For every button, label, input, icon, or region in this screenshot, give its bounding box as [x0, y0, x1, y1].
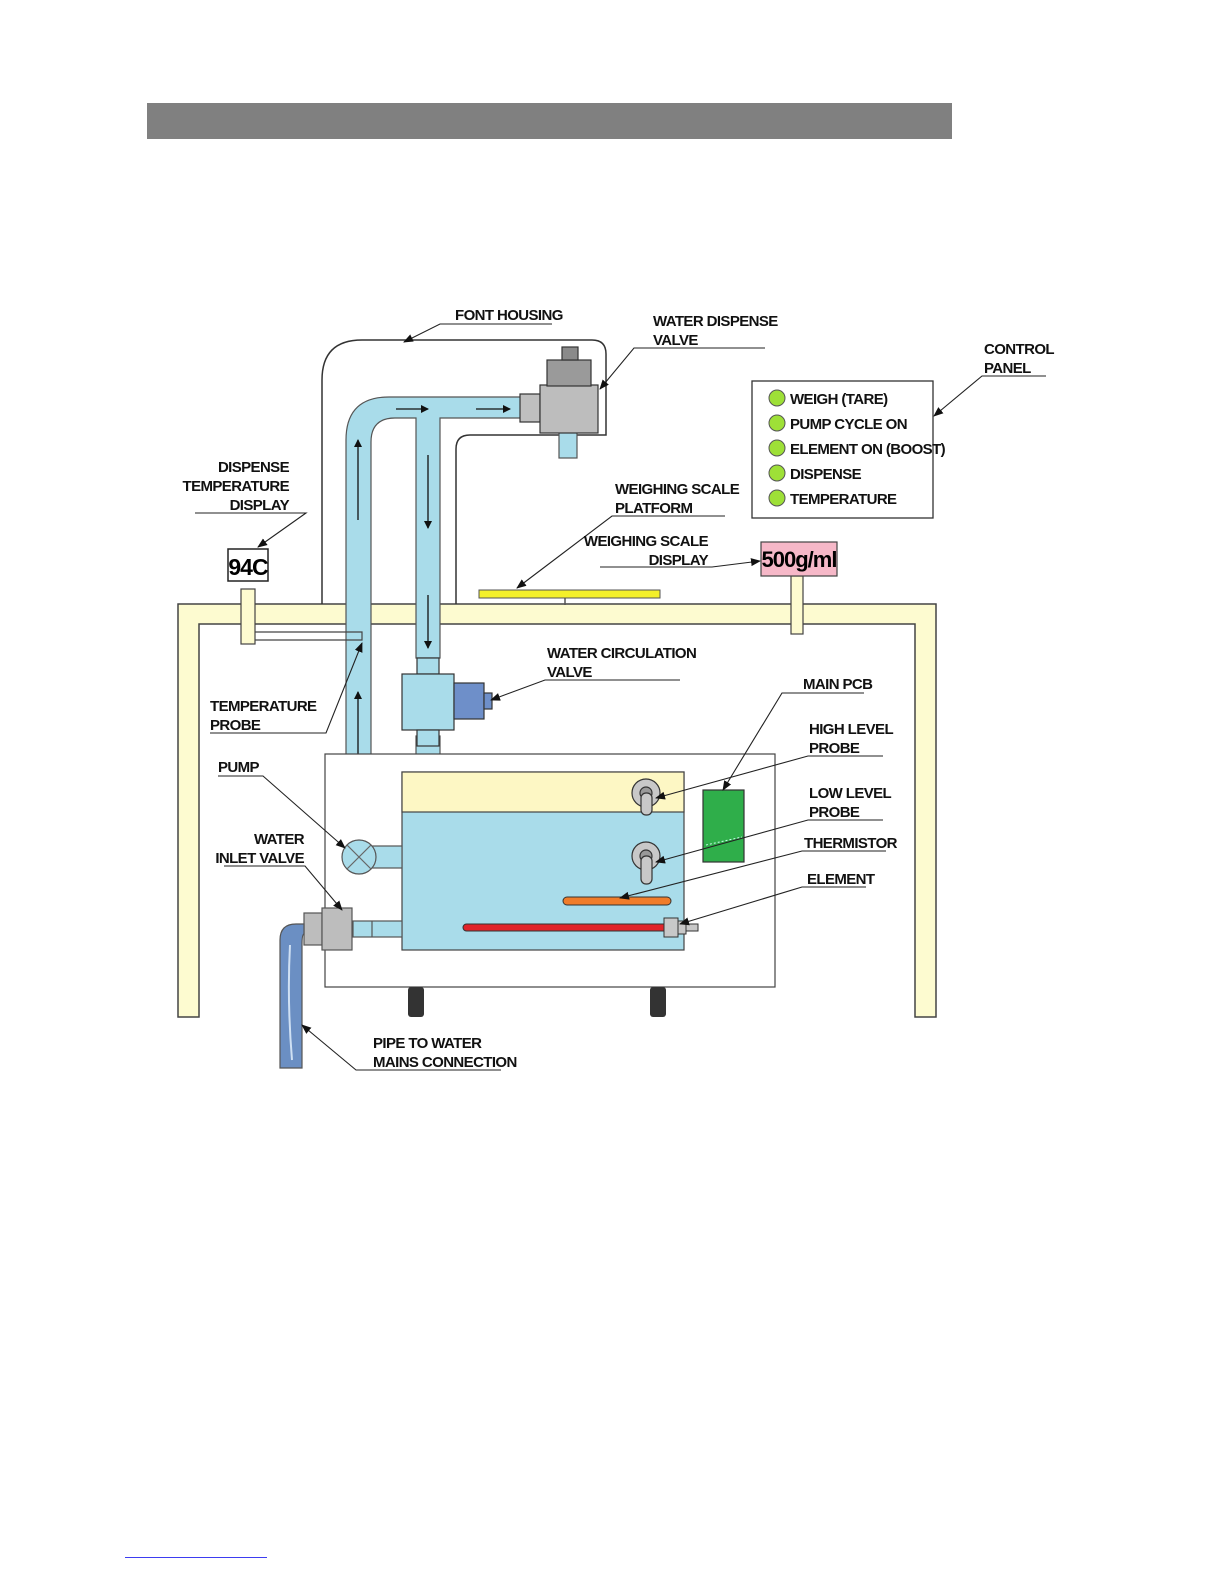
label-circulation-valve-2: VALVE — [547, 664, 592, 681]
feet — [408, 987, 666, 1017]
label-weighing-display-1: WEIGHING SCALE — [584, 533, 709, 550]
control-panel-label: PUMP CYCLE ON — [790, 416, 907, 433]
label-high-level-2: PROBE — [809, 740, 860, 757]
label-low-level-2: PROBE — [809, 804, 860, 821]
label-main-pcb: MAIN PCB — [803, 676, 873, 693]
label-mains-pipe-2: MAINS CONNECTION — [373, 1054, 517, 1071]
footer-rule — [125, 1557, 267, 1558]
led-indicator — [768, 439, 786, 457]
callout-labels: FONT HOUSING WATER DISPENSE VALVE CONTRO… — [183, 307, 1055, 1071]
heating-element — [462, 917, 699, 938]
control-panel-item: PUMP CYCLE ON — [768, 414, 908, 433]
control-panel-item: WEIGH (TARE) — [768, 389, 889, 408]
control-panel-label: DISPENSE — [790, 466, 862, 483]
label-inlet-valve-1: WATER — [254, 831, 305, 848]
label-font-housing: FONT HOUSING — [455, 307, 563, 324]
header-bar — [147, 103, 952, 139]
weighing-scale-platform — [478, 589, 661, 605]
inlet-pipe — [279, 907, 403, 1069]
label-water-dispense-valve-1: WATER DISPENSE — [653, 313, 778, 330]
label-dispense-temp-1: DISPENSE — [218, 459, 290, 476]
label-weighing-display-2: DISPLAY — [649, 552, 709, 569]
scale-readout: 500g/ml — [762, 547, 837, 572]
label-element: ELEMENT — [807, 871, 875, 888]
label-high-level-1: HIGH LEVEL — [809, 721, 893, 738]
label-control-panel-2: PANEL — [984, 360, 1031, 377]
temperature-display: 94C — [227, 548, 363, 645]
water-dispense-valve — [519, 346, 599, 434]
led-indicator — [768, 489, 786, 507]
font-housing — [321, 339, 607, 604]
label-circulation-valve-1: WATER CIRCULATION — [547, 645, 696, 662]
control-panel-item: ELEMENT ON (BOOST) — [768, 439, 946, 458]
control-panel-item: DISPENSE — [768, 464, 862, 483]
label-mains-pipe-1: PIPE TO WATER — [373, 1035, 482, 1052]
weighing-scale-display: 500g/ml — [760, 541, 838, 635]
led-indicator — [768, 389, 786, 407]
counter-frame — [177, 603, 937, 1018]
label-inlet-valve-2: INLET VALVE — [215, 850, 304, 867]
control-panel-label: ELEMENT ON (BOOST) — [790, 441, 946, 458]
label-dispense-temp-2: TEMPERATURE — [183, 478, 290, 495]
control-panel-item: TEMPERATURE — [768, 489, 898, 508]
label-pump: PUMP — [218, 759, 260, 776]
label-temp-probe-2: PROBE — [210, 717, 261, 734]
led-indicator — [768, 464, 786, 482]
label-thermistor: THERMISTOR — [804, 835, 898, 852]
control-panel: WEIGH (TARE) PUMP CYCLE ON ELEMENT ON (B… — [751, 380, 946, 519]
label-weighing-platform-1: WEIGHING SCALE — [615, 481, 740, 498]
label-weighing-platform-2: PLATFORM — [615, 500, 693, 517]
pump — [341, 839, 403, 875]
thermistor — [562, 896, 672, 906]
label-water-dispense-valve-2: VALVE — [653, 332, 698, 349]
led-indicator — [768, 414, 786, 432]
main-pcb — [702, 789, 745, 863]
temperature-readout: 94C — [228, 554, 268, 580]
label-control-panel-1: CONTROL — [984, 341, 1054, 358]
control-panel-label: WEIGH (TARE) — [790, 391, 888, 408]
label-dispense-temp-3: DISPLAY — [230, 497, 290, 514]
control-panel-label: TEMPERATURE — [790, 491, 897, 508]
leader-lines — [195, 323, 1046, 1071]
label-low-level-1: LOW LEVEL — [809, 785, 892, 802]
water-circulation-valve — [401, 657, 493, 747]
label-temp-probe-1: TEMPERATURE — [210, 698, 317, 715]
